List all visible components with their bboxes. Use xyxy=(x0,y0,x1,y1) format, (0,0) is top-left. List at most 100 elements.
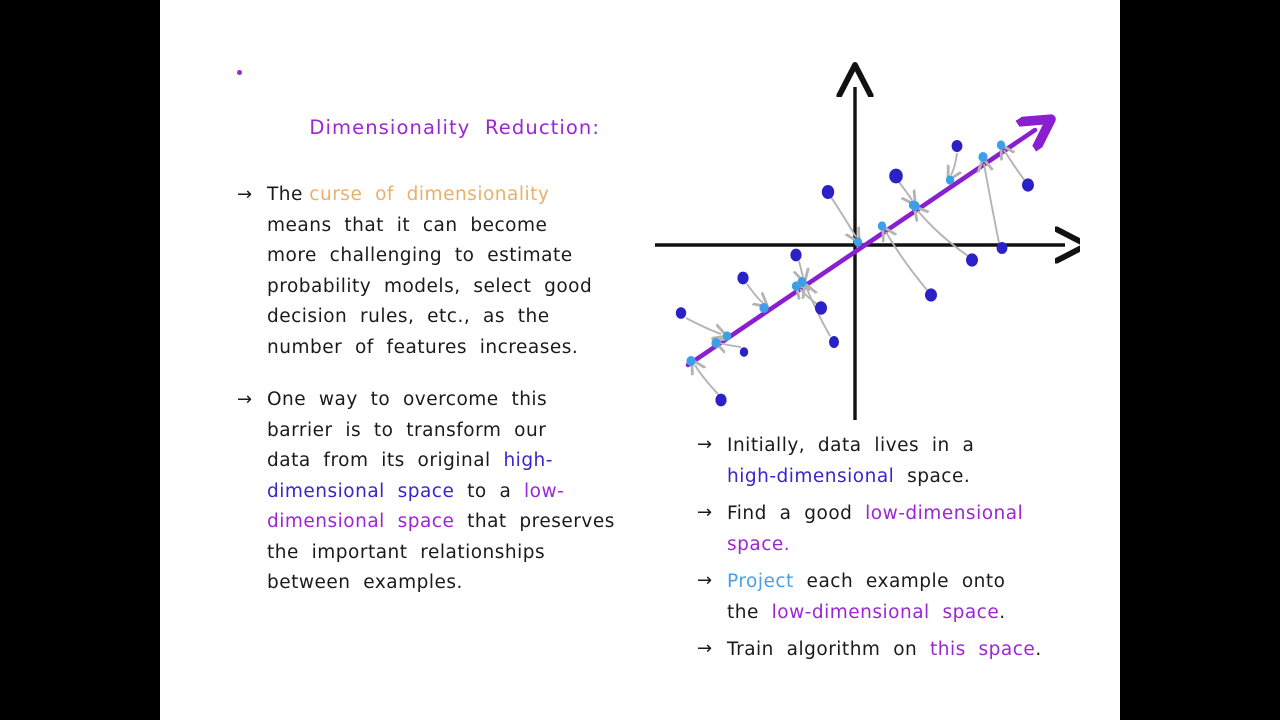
highlight-low-prefix: low- xyxy=(524,480,565,502)
line: space. xyxy=(727,529,1115,560)
line: dimensional space to a low- xyxy=(267,477,675,508)
data-point xyxy=(951,140,963,152)
line-text: . xyxy=(999,602,1006,623)
line: probability models, select good xyxy=(267,275,593,297)
paragraph-overcome-barrier: → One way to overcome this barrier is to… xyxy=(235,385,675,599)
projected-point xyxy=(791,281,801,291)
line: One way to overcome this xyxy=(267,389,548,410)
projection-arrow xyxy=(720,343,742,347)
highlight-high-dimensional: high-dimensional xyxy=(727,466,895,487)
paragraph-curse-of-dimensionality: → The curse of dimensionality means that… xyxy=(235,180,675,363)
data-point xyxy=(889,168,903,184)
line: number of features increases. xyxy=(267,336,579,358)
highlight-low-dimensional-space: dimensional space xyxy=(267,511,455,532)
left-text-column: Dimensionality Reduction: → The curse of… xyxy=(235,58,675,621)
line-text: the xyxy=(727,602,772,623)
slide-canvas: Dimensionality Reduction: → The curse of… xyxy=(160,0,1120,720)
highlight-low-dimensional-space: low-dimensional space xyxy=(771,602,1000,623)
data-point xyxy=(925,288,937,302)
projected-point xyxy=(910,201,920,211)
letterbox-left xyxy=(0,0,160,720)
projected-point xyxy=(711,338,721,348)
data-point xyxy=(815,301,827,315)
line: high-dimensional space. xyxy=(727,461,1115,492)
data-point xyxy=(737,271,749,285)
step-initially: → Initially, data lives in a high-dimens… xyxy=(695,430,1115,492)
right-text-column: → Initially, data lives in a high-dimens… xyxy=(695,430,1115,671)
projected-point xyxy=(853,237,863,247)
projected-point xyxy=(945,175,955,185)
line: the important relationships xyxy=(267,541,546,563)
line: The curse of dimensionality xyxy=(267,180,675,211)
data-point xyxy=(829,336,839,348)
line: means that it can become xyxy=(267,214,548,236)
projection-axis-line xyxy=(685,130,1035,368)
step-find-low-dimensional: → Find a good low-dimensional space. xyxy=(695,498,1115,560)
line-text: . xyxy=(1035,639,1042,660)
projection-diagram-svg xyxy=(655,55,1080,420)
projection-arrows xyxy=(685,150,1026,395)
line-text: Train algorithm on xyxy=(727,639,931,660)
arrow-marker-icon: → xyxy=(697,434,713,455)
line-text: data from its original xyxy=(267,450,504,471)
line-text: each example onto xyxy=(793,571,1006,592)
projection-arrow xyxy=(685,317,721,334)
projection-arrow xyxy=(886,232,928,291)
projected-points xyxy=(686,140,1006,366)
bullet-dot-icon xyxy=(237,70,242,75)
line-text: space. xyxy=(894,466,971,487)
projection-arrow xyxy=(898,181,912,200)
line: dimensional space that preserves xyxy=(267,507,675,538)
line: Project each example onto xyxy=(727,566,1115,597)
highlight-high-prefix: high- xyxy=(503,450,553,471)
highlight-low-dimensional: low-dimensional xyxy=(865,503,1024,524)
line: between examples. xyxy=(267,572,463,593)
projected-point xyxy=(686,356,696,366)
projected-point xyxy=(996,140,1006,150)
projection-arrow xyxy=(695,365,719,395)
highlight-high-dimensional-space: dimensional space xyxy=(267,480,455,502)
projected-point xyxy=(978,152,988,162)
line-text: to a xyxy=(454,480,525,502)
line: Train algorithm on this space. xyxy=(727,634,1115,665)
arrow-marker-icon: → xyxy=(237,389,253,410)
data-point xyxy=(715,393,727,407)
projection-arrow xyxy=(746,283,763,303)
projected-point xyxy=(759,303,769,313)
projection-arrow xyxy=(984,164,1000,244)
data-point xyxy=(739,347,749,357)
data-point xyxy=(790,248,802,262)
highlight-curse-of-dimensionality: curse of dimensionality xyxy=(309,184,550,205)
line: decision rules, etc., as the xyxy=(267,306,550,327)
arrow-marker-icon: → xyxy=(237,184,253,205)
line: Initially, data lives in a xyxy=(727,435,975,456)
heading-text: Dimensionality Reduction: xyxy=(309,116,601,139)
projection-arrow xyxy=(799,260,803,277)
letterbox-right xyxy=(1120,0,1280,720)
projection-arrow xyxy=(830,196,856,237)
arrow-marker-icon: → xyxy=(697,570,713,591)
line: more challenging to estimate xyxy=(267,245,573,266)
projection-diagram xyxy=(650,55,1080,430)
arrow-marker-icon: → xyxy=(697,502,713,523)
page-title: Dimensionality Reduction: xyxy=(235,58,675,170)
projected-point xyxy=(877,221,887,231)
line: Find a good low-dimensional xyxy=(727,498,1115,529)
highlight-space: space. xyxy=(727,534,791,555)
line-text: The xyxy=(267,184,310,205)
line: barrier is to transform our xyxy=(267,419,547,441)
step-project: → Project each example onto the low-dime… xyxy=(695,566,1115,628)
projection-arrow xyxy=(951,152,957,175)
step-train-algorithm: → Train algorithm on this space. xyxy=(695,634,1115,665)
projection-arrow xyxy=(1004,150,1026,182)
highlight-this-space: this space xyxy=(930,639,1036,660)
line: the low-dimensional space. xyxy=(727,597,1115,628)
data-point xyxy=(1022,178,1034,192)
line-text: Find a good xyxy=(727,503,866,524)
data-points xyxy=(675,140,1034,407)
projection-arrow xyxy=(918,211,969,257)
arrow-marker-icon: → xyxy=(697,638,713,659)
data-point xyxy=(996,242,1008,254)
projected-point xyxy=(722,331,732,341)
